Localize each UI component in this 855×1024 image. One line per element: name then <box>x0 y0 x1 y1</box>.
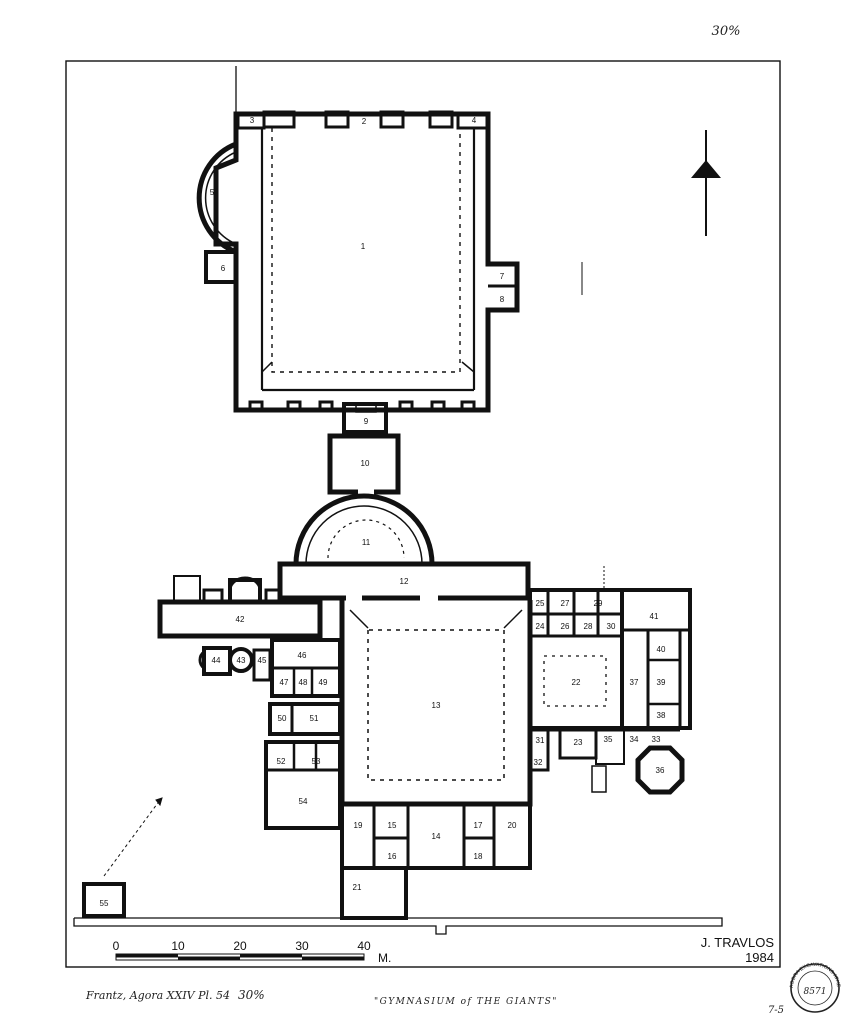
north-arrow-icon <box>691 130 721 236</box>
room-label-54: 54 <box>299 797 308 806</box>
room-label-7: 7 <box>500 272 505 281</box>
room-label-43: 43 <box>237 656 246 665</box>
scale-tick-40: 40 <box>357 939 371 953</box>
room-label-25: 25 <box>536 599 545 608</box>
room-label-24: 24 <box>536 622 545 631</box>
room-label-21: 21 <box>353 883 362 892</box>
room-label-3: 3 <box>250 116 255 125</box>
room-label-38: 38 <box>657 711 666 720</box>
room-label-51: 51 <box>310 714 319 723</box>
room-label-28: 28 <box>584 622 593 631</box>
footer-reference: Frantz, Agora XXIV Pl. 54 <box>85 989 230 1002</box>
room-label-1: 1 <box>361 242 366 251</box>
room-label-19: 19 <box>354 821 363 830</box>
room-label-35: 35 <box>604 735 613 744</box>
room-label-20: 20 <box>508 821 517 830</box>
room-label-33: 33 <box>652 735 661 744</box>
room-label-42: 42 <box>236 615 245 624</box>
room-label-30: 30 <box>607 622 616 631</box>
scale-tick-0: 0 <box>113 939 120 953</box>
room-label-41: 41 <box>650 612 659 621</box>
room-label-40: 40 <box>657 645 666 654</box>
room-label-53: 53 <box>312 757 321 766</box>
room-label-10: 10 <box>361 459 370 468</box>
note-30-percent: 30% <box>712 24 741 39</box>
site-boundary <box>73 917 723 935</box>
room-label-55: 55 <box>100 899 109 908</box>
room-label-6: 6 <box>221 264 226 273</box>
room-label-27: 27 <box>561 599 570 608</box>
room-label-52: 52 <box>277 757 286 766</box>
central-connector <box>277 433 531 601</box>
upper-building <box>196 66 520 434</box>
note-sheet-number: 7-5 <box>768 1005 784 1016</box>
room-label-8: 8 <box>500 295 505 304</box>
scale-bar: 0 10 20 30 40 M. <box>113 939 392 965</box>
room-label-31: 31 <box>536 736 545 745</box>
scale-unit: M. <box>378 951 391 965</box>
east-wing <box>528 566 692 795</box>
credit-year: 1984 <box>745 950 774 965</box>
scale-tick-20: 20 <box>233 939 247 953</box>
stamp-number: 8571 <box>804 987 827 997</box>
sheet-border <box>65 60 781 968</box>
room-label-13: 13 <box>432 701 441 710</box>
room-label-12: 12 <box>400 577 409 586</box>
room-55-group <box>82 797 163 918</box>
room-label-39: 39 <box>657 678 666 687</box>
room-label-14: 14 <box>432 832 441 841</box>
room-label-32: 32 <box>534 758 543 767</box>
room-label-45: 45 <box>258 656 267 665</box>
room-label-50: 50 <box>278 714 287 723</box>
room-label-26: 26 <box>561 622 570 631</box>
room-label-47: 47 <box>280 678 289 687</box>
excavation-stamp: AGORA EXCAVATIONS ATHENS 8571 <box>0 0 841 1013</box>
room-label-49: 49 <box>319 678 328 687</box>
room-labels: 1 2 3 4 5 6 7 8 9 10 11 12 13 14 15 16 1… <box>100 116 666 908</box>
room-label-9: 9 <box>364 417 369 426</box>
credit-author: J. TRAVLOS <box>701 935 775 950</box>
footer-percent: 30% <box>238 988 265 1002</box>
room-label-2: 2 <box>362 117 367 126</box>
room-label-34: 34 <box>630 735 639 744</box>
room-label-37: 37 <box>630 678 639 687</box>
room-label-4: 4 <box>472 116 477 125</box>
room-label-18: 18 <box>474 852 483 861</box>
room-label-15: 15 <box>388 821 397 830</box>
room-label-16: 16 <box>388 852 397 861</box>
room-label-11: 11 <box>362 538 371 547</box>
scale-tick-10: 10 <box>171 939 185 953</box>
room-label-48: 48 <box>299 678 308 687</box>
west-wing <box>157 575 342 830</box>
scale-tick-30: 30 <box>295 939 309 953</box>
lower-building <box>339 600 550 920</box>
room-label-5: 5 <box>210 188 215 197</box>
room-label-46: 46 <box>298 651 307 660</box>
room-label-44: 44 <box>212 656 221 665</box>
room-label-36: 36 <box>656 766 665 775</box>
footer-caption: "GYMNASIUM of THE GIANTS" <box>374 997 558 1007</box>
room-label-29: 29 <box>594 599 603 608</box>
room-label-23: 23 <box>574 738 583 747</box>
room-label-22: 22 <box>572 678 581 687</box>
room-label-17: 17 <box>474 821 483 830</box>
stamp-text: AGORA EXCAVATIONS ATHENS <box>0 0 841 988</box>
